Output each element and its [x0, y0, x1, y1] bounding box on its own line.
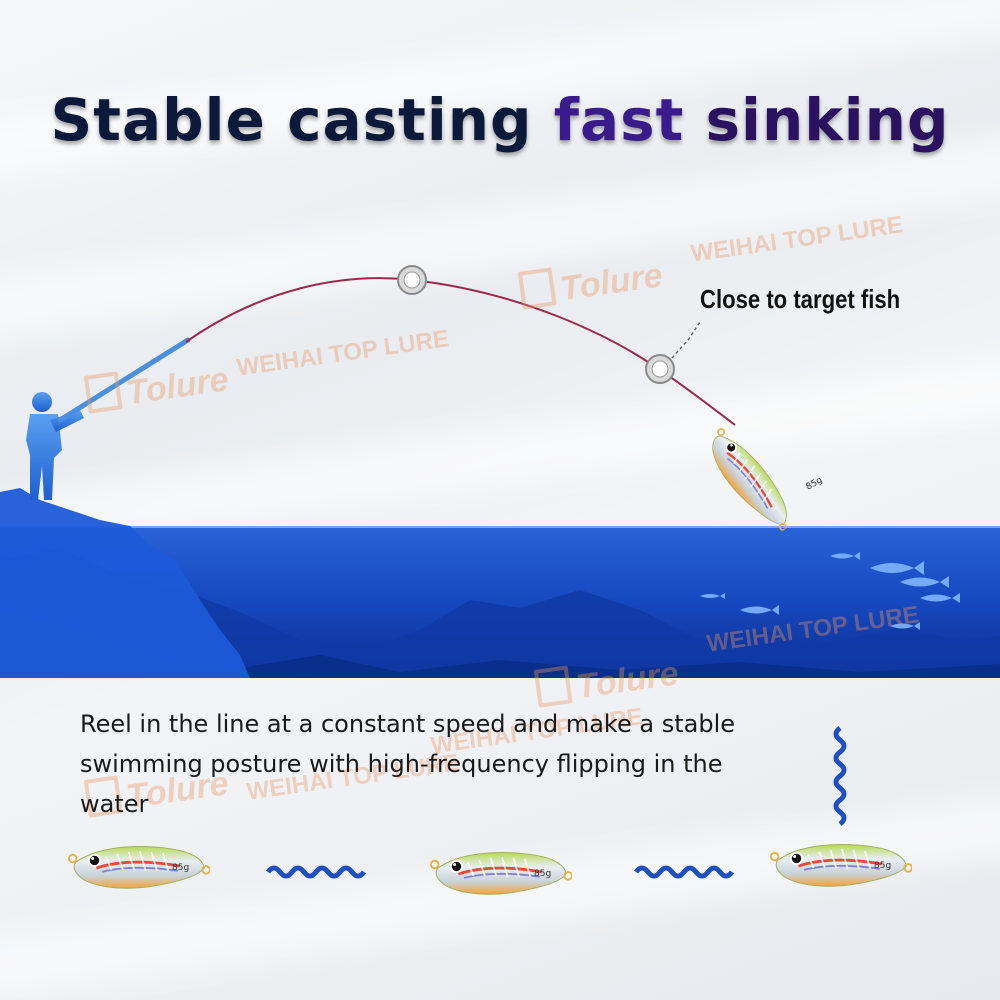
- swim-path-icon: [634, 865, 734, 879]
- headline-part-highlight: fast: [553, 86, 685, 154]
- fishing-line: [185, 277, 736, 426]
- lure-weight-label: 85g: [874, 861, 891, 871]
- description-text: Reel in the line at a constant speed and…: [80, 710, 735, 818]
- lure-product: 85g: [770, 843, 912, 888]
- lure-product: 85g: [68, 845, 210, 890]
- line-guide-ring: [397, 265, 427, 295]
- angler-silhouette: [26, 392, 84, 500]
- lure-weight-label: 85g: [534, 869, 551, 879]
- sinking-path-icon: [833, 726, 847, 826]
- callout-leader: [671, 321, 701, 359]
- lure-product: 85g: [430, 851, 572, 896]
- headline-part: sinking: [684, 86, 950, 154]
- lure-weight-label: 85g: [172, 863, 189, 873]
- fish-school: [700, 552, 960, 630]
- shore-rock: [0, 488, 250, 678]
- callout-label: Close to target fish: [700, 284, 901, 314]
- fishing-rod: [57, 337, 191, 423]
- lure-weight-label: 85g: [805, 475, 825, 492]
- headline-part: Stable casting: [50, 86, 554, 154]
- swim-path-icon: [266, 865, 366, 879]
- headline: Stable casting fast sinking: [0, 86, 1000, 154]
- seabed-ridge: [0, 548, 1000, 678]
- line-guide-ring: [645, 354, 675, 384]
- diving-lure: [698, 422, 802, 541]
